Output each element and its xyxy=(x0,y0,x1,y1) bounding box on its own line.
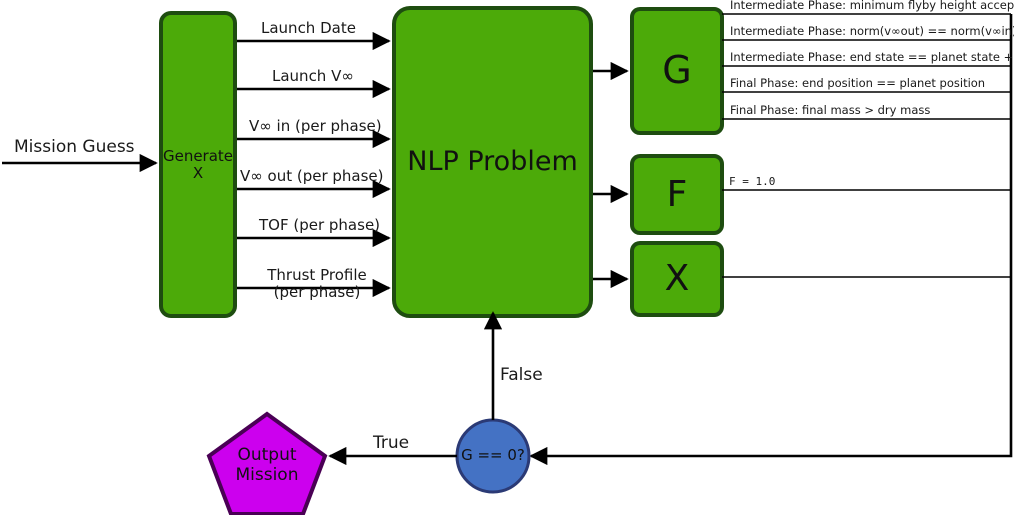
constraint-label-4: Final Phase: final mass > dry mass xyxy=(730,104,930,117)
node-output-mission-shape xyxy=(206,411,328,515)
edge-label-thrust-profile: Thrust Profile (per phase) xyxy=(262,267,372,301)
edge-label-mission-guess: Mission Guess xyxy=(14,137,135,157)
edge-label-vinf-out: V∞ out (per phase) xyxy=(240,168,384,185)
edge-label-false: False xyxy=(500,365,543,385)
mission-guess-text: Mission Guess xyxy=(14,137,135,157)
false-text: False xyxy=(500,365,543,385)
edge-label-true: True xyxy=(373,433,410,453)
thrust-profile-line2: (per phase) xyxy=(273,282,361,301)
constraint-label-2: Intermediate Phase: end state == planet … xyxy=(730,51,1014,64)
constraint-label-1: Intermediate Phase: norm(v∞out) == norm(… xyxy=(730,25,1014,38)
launch-vinf-text: Launch V∞ xyxy=(272,67,354,85)
constraint-label-3: Final Phase: end position == planet posi… xyxy=(730,77,985,90)
constraint-text-0: Intermediate Phase: minimum flyby height… xyxy=(730,0,1014,12)
constraint-text-3: Final Phase: end position == planet posi… xyxy=(730,76,986,90)
vinf-in-text: V∞ in (per phase) xyxy=(249,117,382,135)
edge-label-vinf-in: V∞ in (per phase) xyxy=(249,118,382,135)
node-f-shape xyxy=(630,154,724,235)
edge-label-launch-date: Launch Date xyxy=(261,20,356,37)
true-text: True xyxy=(373,433,410,453)
launch-date-text: Launch Date xyxy=(261,19,356,37)
edge-label-tof: TOF (per phase) xyxy=(259,217,380,234)
edge-label-f-value: F = 1.0 xyxy=(729,175,776,188)
vinf-out-text: V∞ out (per phase) xyxy=(240,167,384,185)
node-nlp-problem-shape xyxy=(392,6,593,318)
thrust-profile-line1: Thrust Profile xyxy=(267,266,367,284)
constraint-text-2: Intermediate Phase: end state == planet … xyxy=(730,50,1014,64)
constraint-label-0: Intermediate Phase: minimum flyby height… xyxy=(730,0,1014,12)
edge-label-launch-vinf: Launch V∞ xyxy=(272,68,354,85)
node-decision-shape xyxy=(455,418,531,494)
f-value-text: F = 1.0 xyxy=(729,175,776,188)
constraint-text-4: Final Phase: final mass > dry mass xyxy=(730,103,931,117)
feedback-bus xyxy=(529,14,1013,466)
node-generate-x-shape xyxy=(159,11,237,318)
node-x-shape xyxy=(630,241,724,317)
node-g-shape xyxy=(630,7,724,135)
constraint-text-1: Intermediate Phase: norm(v∞out) == norm(… xyxy=(730,24,1014,38)
constraint-lines xyxy=(722,13,1011,120)
tof-text: TOF (per phase) xyxy=(259,216,381,234)
